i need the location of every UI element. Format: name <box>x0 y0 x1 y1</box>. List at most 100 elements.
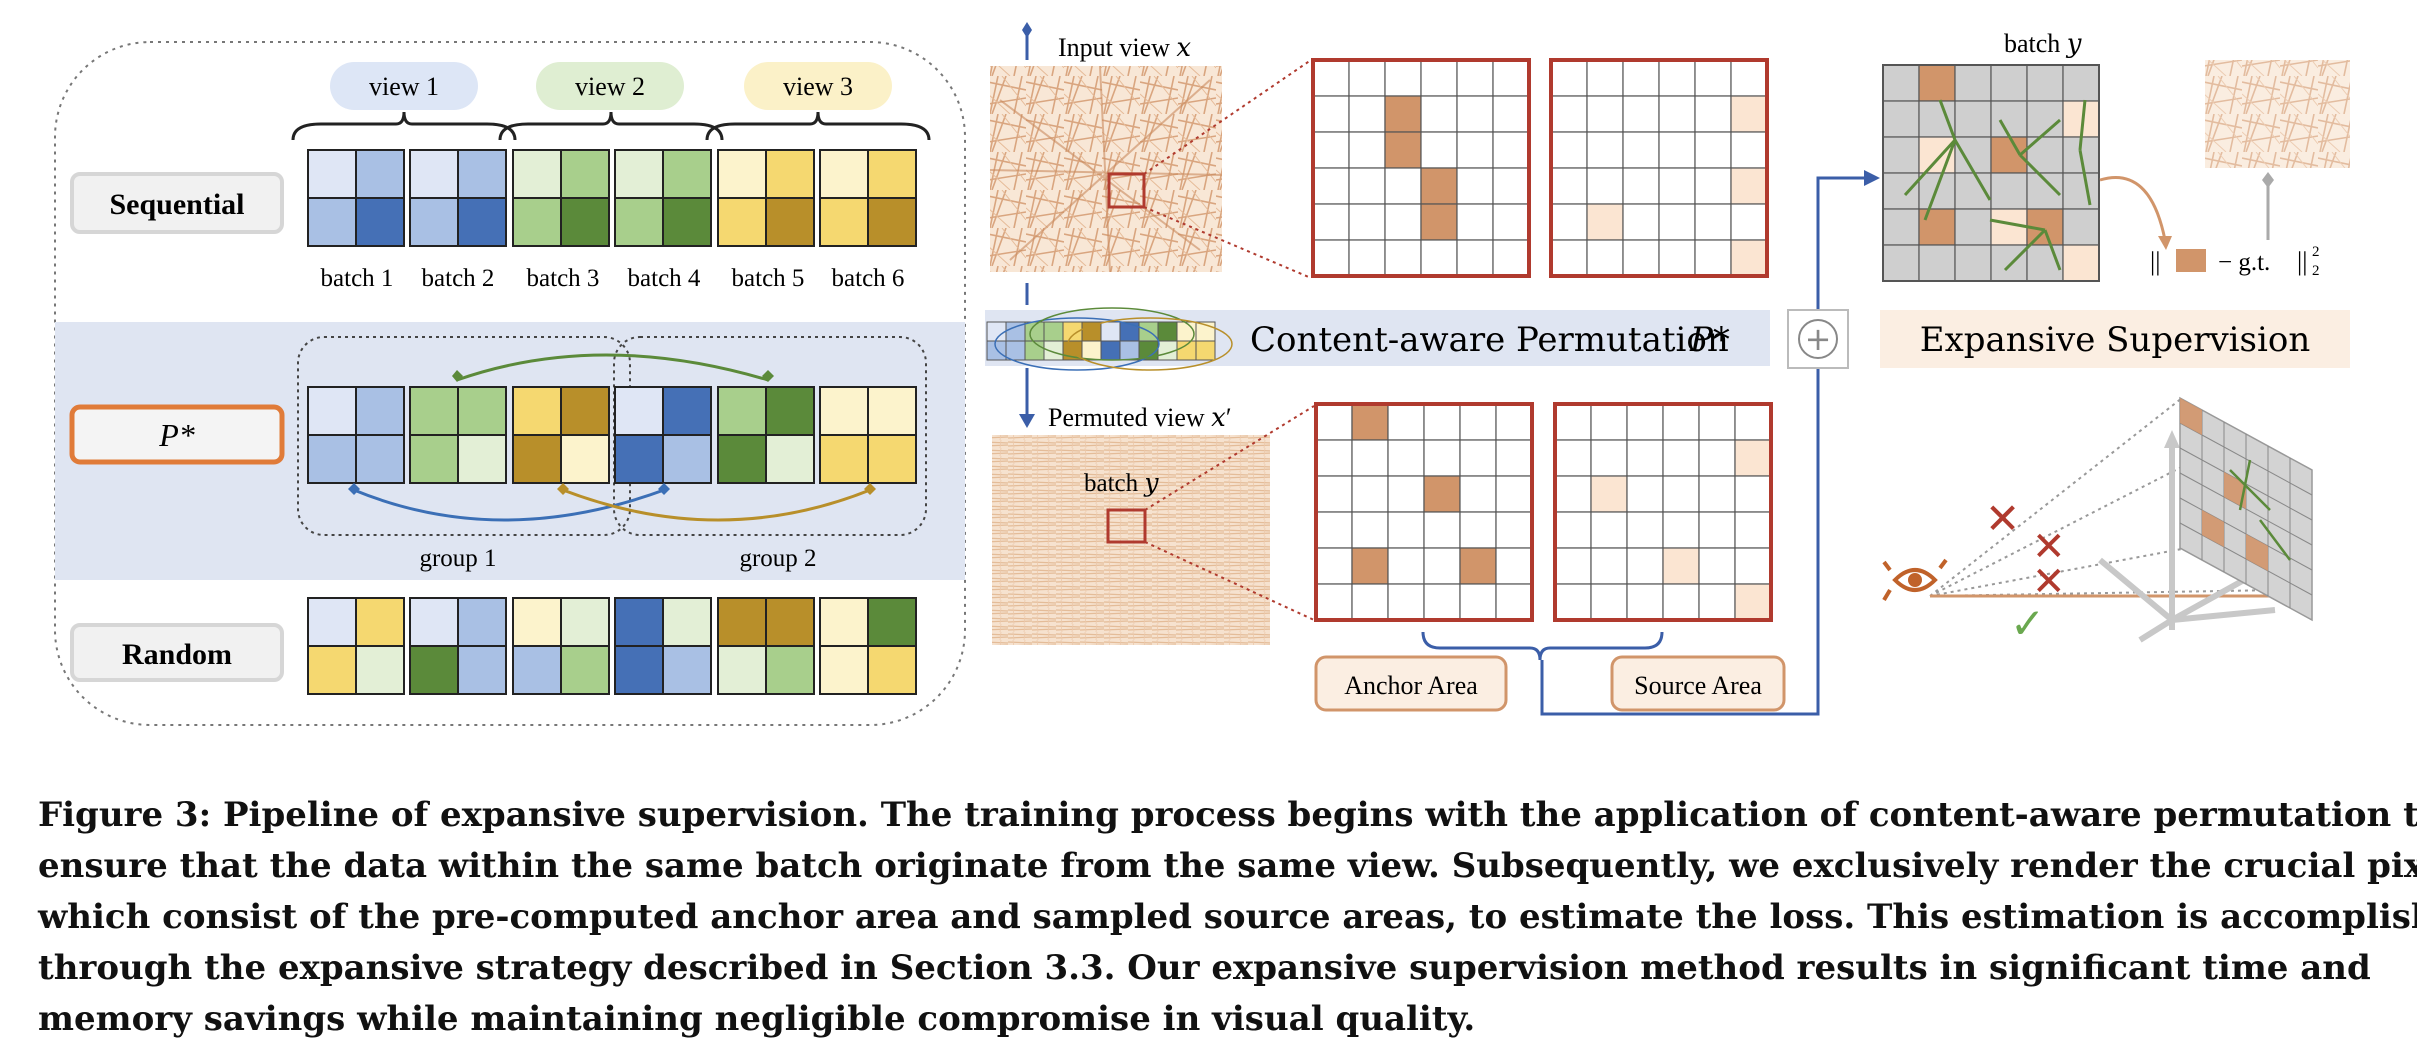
group-2-outline <box>613 336 927 536</box>
supervision-label: Expansive Supervision <box>1920 320 2311 360</box>
view-1-pill <box>330 62 478 110</box>
pixel-cell <box>765 197 815 247</box>
ray-illustration: ✕ ✕ ✕ ✓ <box>1882 396 2313 648</box>
view-3-label: view 3 <box>783 72 853 101</box>
pixel-cell <box>614 434 664 484</box>
grid-cell <box>1384 95 1422 133</box>
pixel-cell <box>867 645 917 695</box>
grid-cell <box>1734 511 1772 549</box>
grid-cell <box>1586 203 1624 241</box>
grid-cell <box>1662 475 1700 513</box>
grid-cell <box>1384 131 1422 169</box>
grid-cell <box>1312 203 1350 241</box>
grid-cell <box>1348 167 1386 205</box>
grid-cell <box>1423 511 1461 549</box>
random-label-box <box>70 623 284 682</box>
pixel-cell <box>662 386 712 436</box>
grid-cell <box>2026 64 2064 102</box>
pixel-cell <box>765 597 815 647</box>
arrow-group-2 <box>1998 118 2062 197</box>
green-swap-arrow <box>456 353 769 382</box>
grid-cell <box>1730 95 1768 133</box>
grid-cell <box>1590 583 1628 621</box>
arrow-group-4 <box>2078 99 2092 206</box>
pixel-cell <box>560 434 610 484</box>
pixel-cell <box>512 197 562 247</box>
camera-eye-icon <box>1882 558 1948 602</box>
grid-cell <box>1387 439 1425 477</box>
grid-cell <box>1662 511 1700 549</box>
grid-cell <box>1882 244 1920 282</box>
caption-line-1: Figure 3: Pipeline of expansive supervis… <box>38 795 2417 835</box>
grid-cell <box>1384 167 1422 205</box>
batch-4-label: batch 4 <box>628 265 701 292</box>
loss-arrow <box>2099 176 2167 241</box>
grid-cell <box>1954 100 1992 138</box>
grid-cell <box>1698 439 1736 477</box>
pstar-batch-4 <box>614 386 712 484</box>
pixel-cell <box>560 645 610 695</box>
batching-comparison-panel: view 1 view 2 view 3 Sequential P* Rando… <box>54 41 966 726</box>
pixel-cell <box>717 645 767 695</box>
pixel-cell <box>867 149 917 199</box>
grid-cell <box>1590 511 1628 549</box>
pixel-cell <box>457 645 507 695</box>
pixel-cell <box>717 597 767 647</box>
pixel-cell <box>717 434 767 484</box>
figure-caption: Figure 3: Pipeline of expansive supervis… <box>38 790 2417 1045</box>
permuted-anchor-grid <box>1314 402 1534 622</box>
pixel-cell <box>560 197 610 247</box>
grid-cell <box>1384 59 1422 97</box>
grid-cell <box>1387 583 1425 621</box>
pixel-cell <box>717 197 767 247</box>
sequential-label: Sequential <box>109 188 244 221</box>
strip-ellipse-yellow <box>1067 317 1233 371</box>
grid-cell <box>1622 95 1660 133</box>
grid-cell <box>1459 583 1497 621</box>
pixel-cell <box>662 645 712 695</box>
pixel-cell <box>457 149 507 199</box>
grid-cell <box>1990 172 2028 210</box>
grid-cell <box>1420 167 1458 205</box>
grid-cell <box>1348 131 1386 169</box>
grid-cell <box>1730 167 1768 205</box>
connector-arrow-head <box>1864 170 1880 186</box>
grid-cell <box>1492 203 1530 241</box>
grid-cell <box>1590 439 1628 477</box>
grid-cell <box>1698 583 1736 621</box>
sequential-batch-4 <box>614 149 712 247</box>
grid-cell <box>1423 439 1461 477</box>
random-batch-1 <box>307 597 405 695</box>
group-1-label: group 1 <box>419 545 496 572</box>
view-1-label: view 1 <box>369 72 439 101</box>
grid-cell <box>1315 511 1353 549</box>
grid-cell <box>1312 59 1350 97</box>
grid-cell <box>1384 239 1422 277</box>
grid-cell <box>1423 583 1461 621</box>
anchor-area-box <box>1314 655 1508 712</box>
gt-arrow-head <box>2262 172 2274 188</box>
grid-cell <box>1734 583 1772 621</box>
grid-border <box>1549 58 1769 278</box>
grid-cell <box>1423 475 1461 513</box>
grid-border <box>1314 402 1534 622</box>
grid-cell <box>1554 475 1592 513</box>
strip-cell <box>1100 340 1121 361</box>
grid-cell <box>1694 167 1732 205</box>
grid-cell <box>1990 244 2028 282</box>
sequential-batch-2 <box>409 149 507 247</box>
grid-cell <box>1882 208 1920 246</box>
pixel-cell <box>307 149 357 199</box>
grid-cell <box>1456 203 1494 241</box>
grid-cell <box>1495 439 1533 477</box>
strip-cell <box>1100 321 1121 342</box>
grid-cell <box>1423 403 1461 441</box>
loss-prefix: || <box>2150 247 2160 276</box>
input-zoom-lines <box>1143 59 1312 279</box>
grid-cell <box>1590 475 1628 513</box>
random-batch-6 <box>819 597 917 695</box>
input-view-label: Input view 𝑥 <box>1058 33 1191 62</box>
grid-cell <box>1918 244 1956 282</box>
expansive-supervision-section: batch 𝑦 || − g.t. || 2 2 Expansive Super… <box>1880 29 2350 648</box>
pixel-cell <box>307 197 357 247</box>
